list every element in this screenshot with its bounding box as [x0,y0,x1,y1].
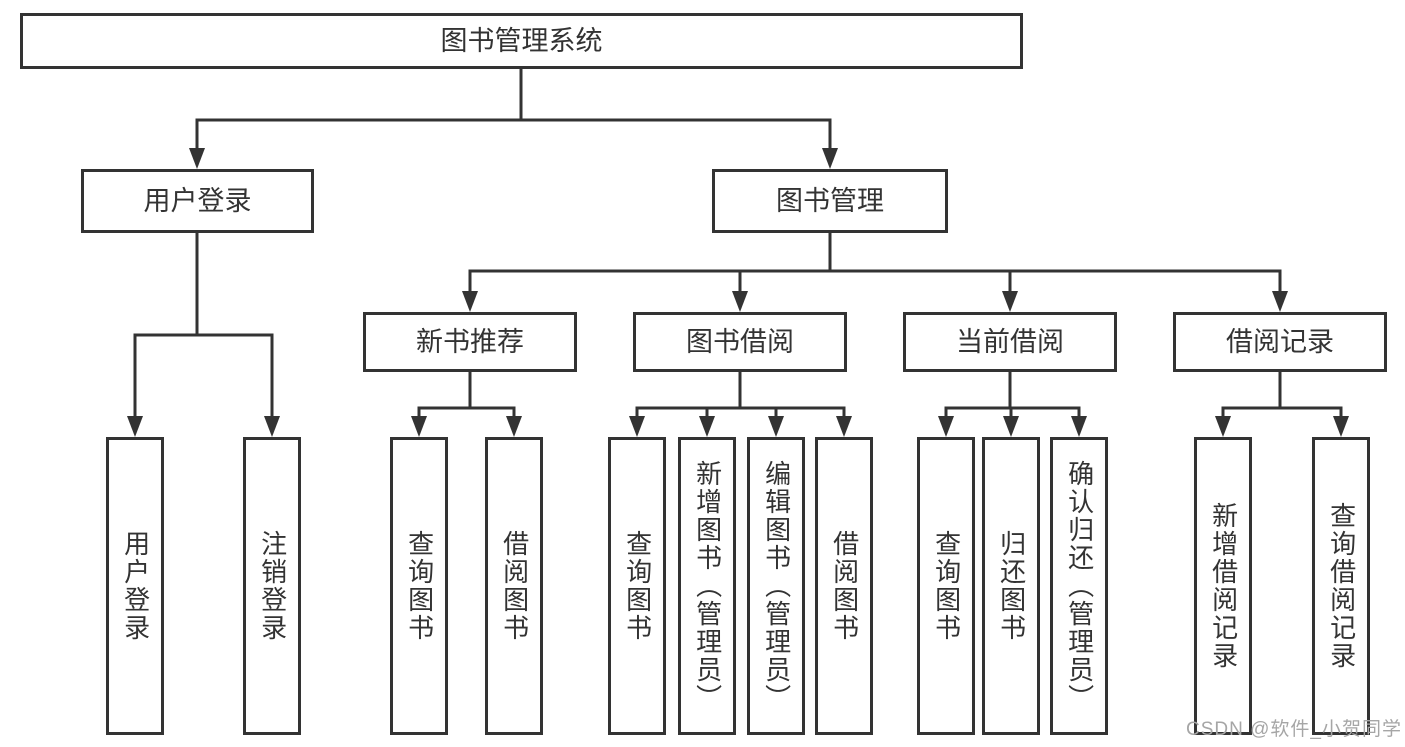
node-library-management-system: 图书管理系统 [20,13,1023,69]
leaf-user-login: 用户登录 [106,437,164,735]
leaf-query-borrow-record: 查询借阅记录 [1312,437,1370,735]
node-book-management: 图书管理 [712,169,948,233]
leaf-borrow-books-recommend: 借阅图书 [485,437,543,735]
leaf-edit-books-admin: 编辑图书（管理员） [747,437,805,735]
node-new-book-recommendation: 新书推荐 [363,312,577,372]
connector-lines [133,69,1343,420]
node-book-borrowing: 图书借阅 [633,312,847,372]
leaf-add-books-admin: 新增图书（管理员） [678,437,736,735]
leaf-return-books: 归还图书 [982,437,1040,735]
leaf-query-books-borrowing: 查询图书 [608,437,666,735]
leaf-borrow-books-borrowing: 借阅图书 [815,437,873,735]
node-current-borrowing: 当前借阅 [903,312,1117,372]
node-borrowing-records: 借阅记录 [1173,312,1387,372]
leaf-query-books-current: 查询图书 [917,437,975,735]
leaf-confirm-return-admin: 确认归还（管理员） [1050,437,1108,735]
node-user-login: 用户登录 [81,169,314,233]
leaf-logout-login: 注销登录 [243,437,301,735]
csdn-watermark: CSDN @软件_小贺同学 [1186,719,1402,740]
leaf-query-books-recommend: 查询图书 [390,437,448,735]
leaf-add-borrow-record: 新增借阅记录 [1194,437,1252,735]
